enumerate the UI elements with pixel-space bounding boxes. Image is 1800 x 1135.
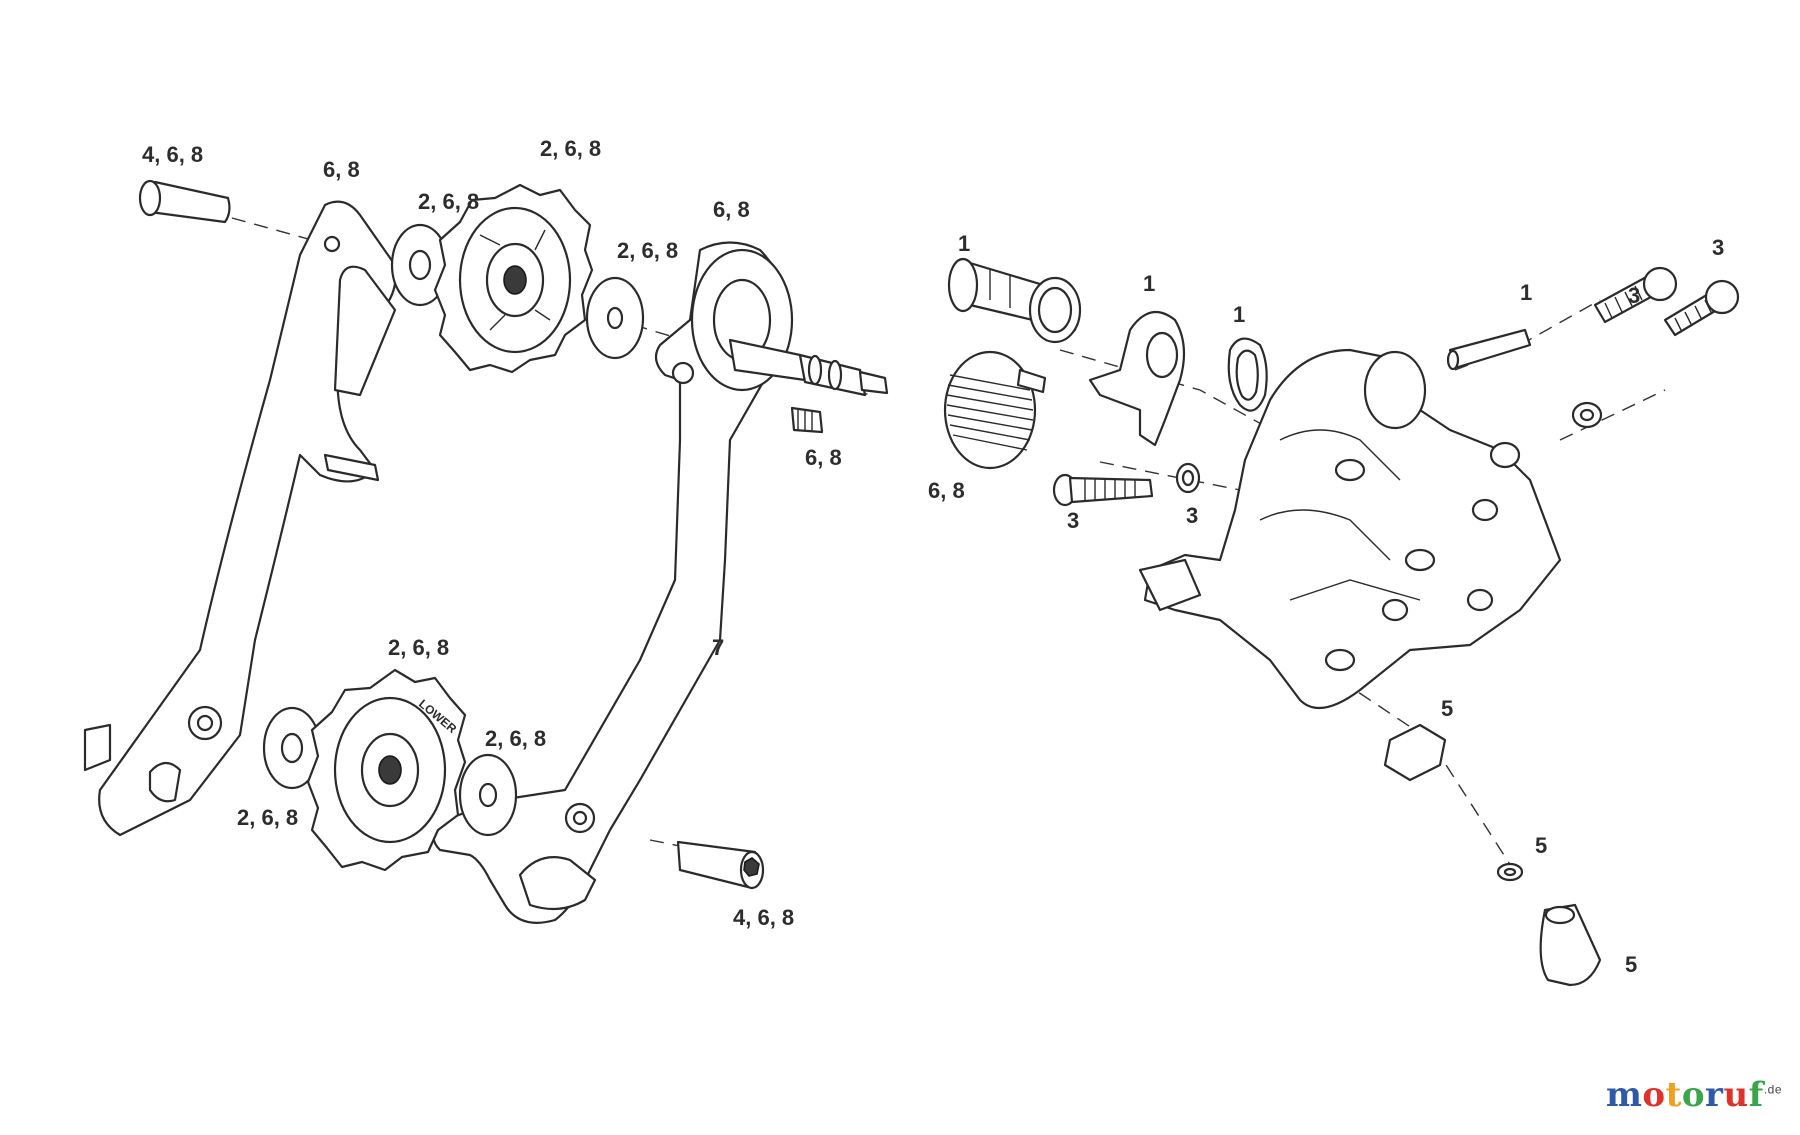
callout-2-6-8-lowwr: 2, 6, 8 <box>485 726 546 751</box>
callout-1-tab: 1 <box>1143 271 1155 296</box>
callout-labels: 4, 6, 8 6, 8 2, 6, 8 2, 6, 8 6, 8 2, 6, … <box>142 136 1724 977</box>
callout-2-6-8-pulley: 2, 6, 8 <box>540 136 601 161</box>
inner-cage-plate <box>83 200 397 837</box>
callout-6-8-outer: 6, 8 <box>713 197 750 222</box>
callout-2-6-8-washer: 2, 6, 8 <box>418 189 479 214</box>
logo-letter: r <box>1705 1075 1724 1115</box>
callout-1-bushing: 1 <box>958 231 970 256</box>
callout-2-6-8-lowwl: 2, 6, 8 <box>237 805 298 830</box>
set-screw-small <box>790 406 824 434</box>
callout-4-6-8-bottom: 4, 6, 8 <box>733 905 794 930</box>
callout-3-screw-mid: 3 <box>1628 283 1640 308</box>
callout-5-washer: 5 <box>1535 833 1547 858</box>
callout-3-screw-top: 3 <box>1712 235 1724 260</box>
logo-letter: o <box>1642 1075 1666 1115</box>
callout-2-6-8-right: 2, 6, 8 <box>617 238 678 263</box>
oring-seal <box>1227 337 1268 412</box>
upper-pulley-wheel <box>433 183 594 374</box>
logo-letter: o <box>1681 1075 1706 1115</box>
callout-5-nut: 5 <box>1441 696 1453 721</box>
callout-3-washer: 3 <box>1186 503 1198 528</box>
limit-pin <box>1446 328 1532 371</box>
logo-letter: t <box>1665 1075 1682 1115</box>
lower-washer-right <box>458 753 518 837</box>
logo-letter: u <box>1723 1075 1749 1115</box>
callout-5-bolt: 5 <box>1625 952 1637 977</box>
pivot-pin-upper <box>138 179 231 224</box>
bushing-sleeves <box>947 257 1082 344</box>
callout-6-8-setscrew: 6, 8 <box>805 445 842 470</box>
pivot-bolt-parts <box>1383 723 1602 987</box>
derailleur-body <box>1138 348 1562 710</box>
callout-4-6-8-top: 4, 6, 8 <box>142 142 203 167</box>
lower-pulley-wheel: LOWER <box>306 668 467 872</box>
upper-washer-right <box>585 276 645 360</box>
mounting-bolt-center <box>1052 462 1201 507</box>
lower-washer-left <box>262 706 322 790</box>
cable-stop-tab <box>1088 310 1186 447</box>
limit-screws <box>1571 266 1740 429</box>
brand-logo: motoruf.de <box>1606 1075 1782 1115</box>
logo-letter: f <box>1748 1075 1764 1115</box>
callout-3-bolt: 3 <box>1067 508 1079 533</box>
logo-suffix: .de <box>1763 1082 1782 1097</box>
callout-6-8-spring: 6, 8 <box>928 478 965 503</box>
logo-letter: m <box>1605 1075 1643 1115</box>
cage-axle <box>728 338 889 397</box>
return-spring <box>943 350 1047 470</box>
callout-1-oring: 1 <box>1233 302 1245 327</box>
callout-1-pin: 1 <box>1520 280 1532 305</box>
callout-6-8-inner: 6, 8 <box>323 157 360 182</box>
callout-7-cage: 7 <box>712 635 724 660</box>
pivot-pin-lower <box>676 840 765 890</box>
callout-2-6-8-lowpul: 2, 6, 8 <box>388 635 449 660</box>
